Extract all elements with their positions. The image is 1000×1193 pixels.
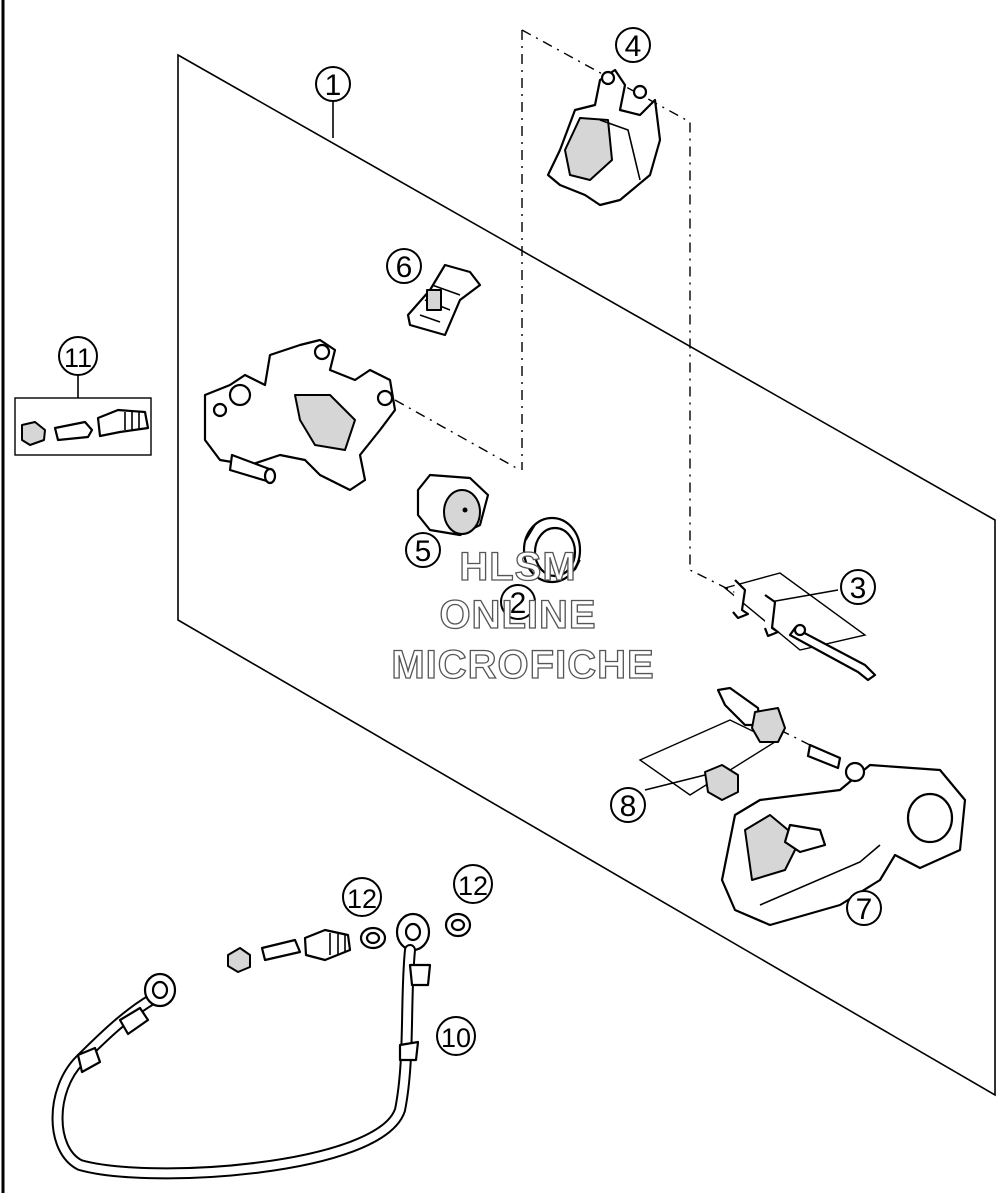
watermark-line-2: ONLINE <box>439 593 596 637</box>
bracket-bolts-part <box>638 686 842 801</box>
dashed-line-caliper-mount <box>394 399 521 471</box>
leader-line-3 <box>769 589 839 603</box>
leader-line-8 <box>644 774 706 791</box>
callout-7-label: 7 <box>856 893 873 926</box>
piston-part <box>416 473 490 537</box>
brake-hose-part <box>51 912 432 1180</box>
callout-12-right-label: 12 <box>458 871 488 901</box>
seal-ring-part <box>522 516 582 584</box>
callout-8: 8 <box>610 787 646 823</box>
callout-1-label: 1 <box>325 69 342 102</box>
callout-2: 2 <box>500 584 536 620</box>
callout-6: 6 <box>386 248 422 284</box>
callout-12-right: 12 <box>453 864 493 904</box>
watermark-line-1: HLSM <box>459 545 576 589</box>
callout-10: 10 <box>436 1016 476 1056</box>
caliper-bracket-part <box>720 761 967 927</box>
watermark-line-3: MICROFICHE <box>391 643 654 687</box>
callout-3: 3 <box>840 569 876 605</box>
callout-6-label: 6 <box>396 251 413 284</box>
watermark: HLSM ONLINE MICROFICHE <box>391 544 655 687</box>
callout-4-label: 4 <box>625 30 642 63</box>
callout-4: 4 <box>615 27 651 63</box>
callout-2-label: 2 <box>510 587 527 620</box>
dashed-line-pad-to-pin <box>521 29 741 596</box>
pad-pin-and-clips-part <box>723 572 877 682</box>
callout-1: 1 <box>315 66 351 102</box>
brake-pad-part <box>546 68 662 207</box>
callout-11-label: 11 <box>64 343 92 373</box>
callout-12-left: 12 <box>342 877 382 917</box>
callout-11: 11 <box>58 336 98 376</box>
callout-7: 7 <box>846 890 882 926</box>
callout-10-label: 10 <box>441 1023 471 1053</box>
assembly-outline-panel <box>177 53 996 1097</box>
brake-caliper-body <box>203 338 397 492</box>
callout-5: 5 <box>405 532 441 568</box>
callout-8-label: 8 <box>620 790 637 823</box>
callout-3-label: 3 <box>850 572 867 605</box>
hose-fittings-part <box>227 912 472 973</box>
callout-12-left-label: 12 <box>347 884 377 914</box>
pad-spring-part <box>406 263 482 337</box>
callout-5-label: 5 <box>415 535 432 568</box>
bleeder-kit-part <box>14 397 152 456</box>
